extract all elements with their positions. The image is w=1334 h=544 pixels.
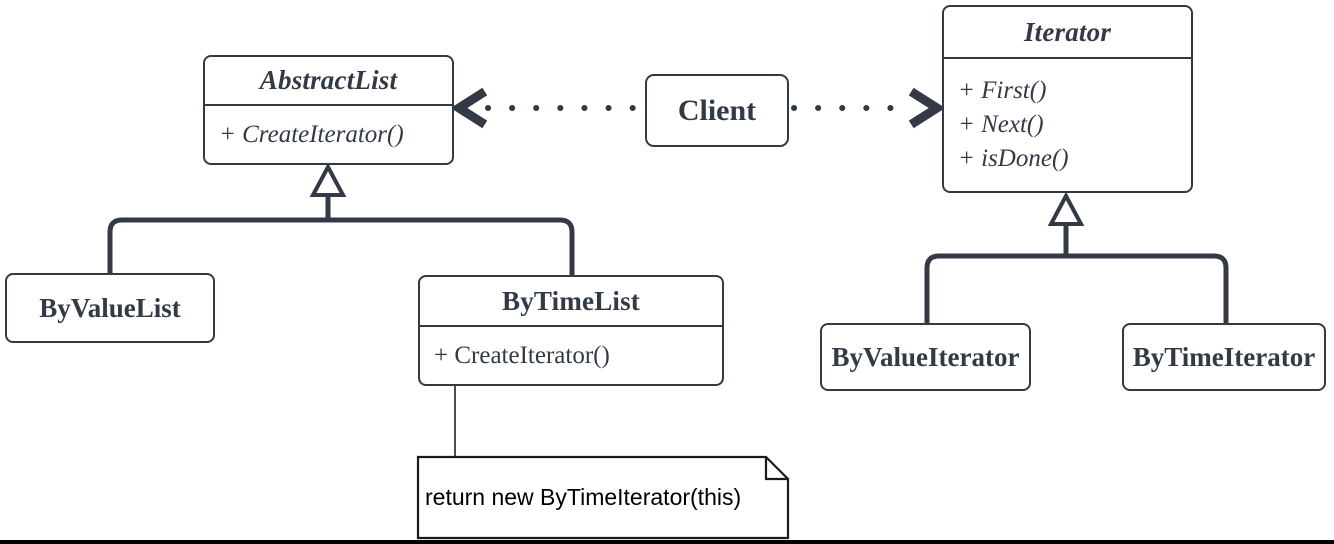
hollow-triangle-arrowhead-icon (309, 162, 347, 197)
method-first: + First() (958, 77, 1047, 104)
note-text: return new ByTimeIterator(this) (425, 484, 742, 510)
class-divider (420, 325, 722, 327)
method-next: + Next() (958, 111, 1044, 138)
class-box-bytimelist: ByTimeList + CreateIterator() (418, 275, 724, 386)
class-box-byvaluelist: ByValueList (5, 273, 215, 343)
class-methods-abstractlist: + CreateIterator() (205, 106, 452, 163)
hollow-triangle-arrowhead-icon (1047, 191, 1085, 226)
dependency-client-to-abstractlist (450, 87, 645, 129)
bottom-border-bar (0, 540, 1334, 544)
open-arrowhead-left-icon (450, 87, 488, 129)
method-createiterator: + CreateIterator() (219, 120, 404, 148)
class-title-iterator: Iterator (1023, 16, 1112, 47)
class-box-client: Client (645, 74, 789, 147)
class-box-abstractlist: AbstractList + CreateIterator() (203, 55, 454, 165)
class-box-byvalueiterator: ByValueIterator (820, 323, 1031, 391)
class-title-abstractlist: AbstractList (259, 65, 398, 95)
class-title-bytimelist: ByTimeList (501, 285, 640, 316)
generalization-iterators-to-iterator (924, 191, 1229, 323)
dependency-client-to-iterator (791, 87, 946, 129)
class-methods-iterator: + First() + Next() + isDone() (944, 59, 1191, 191)
method-isdone: + isDone() (958, 145, 1069, 172)
class-box-bytimeiterator: ByTimeIterator (1122, 323, 1326, 391)
open-arrowhead-right-icon (908, 87, 946, 129)
class-box-iterator: Iterator + First() + Next() + isDone() (942, 5, 1193, 193)
class-methods-bytimelist: + CreateIterator() (420, 327, 722, 384)
generalization-lists-to-abstractlist (107, 162, 575, 275)
class-divider (944, 57, 1191, 59)
class-divider (205, 104, 452, 106)
method-createiterator: + CreateIterator() (434, 341, 610, 369)
